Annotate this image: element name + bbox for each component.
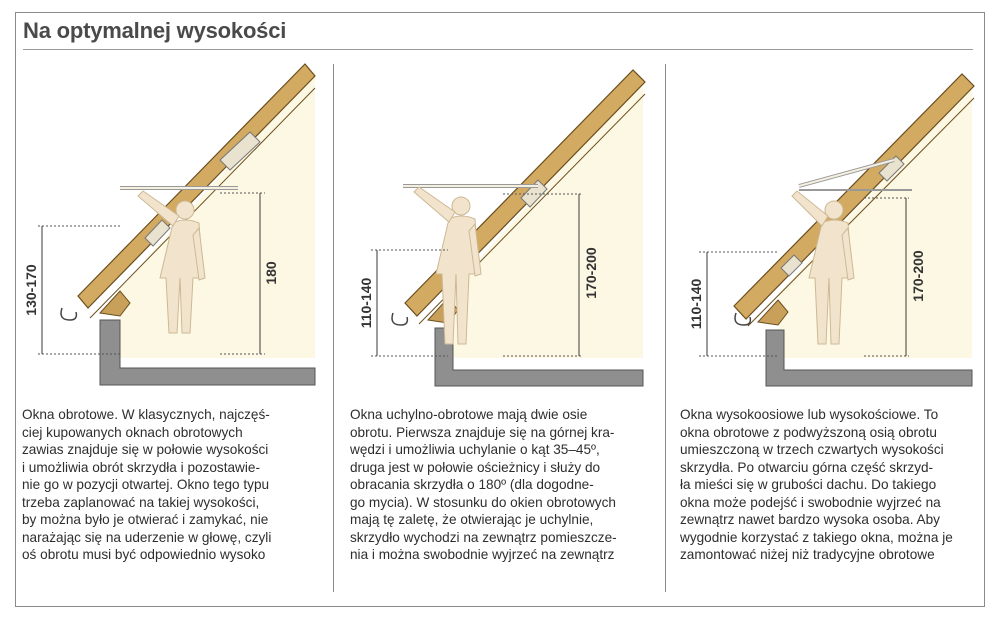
- right-dimension-label: 180: [263, 261, 279, 285]
- title-divider: [23, 49, 973, 50]
- panel-divider-1: [333, 64, 334, 592]
- diagram-pivot-window: 130-170 180: [20, 58, 330, 398]
- standing-person-figure: [413, 186, 482, 345]
- gutter: [391, 312, 409, 326]
- eave-block: [99, 290, 131, 317]
- attic-interior: [120, 70, 315, 358]
- roof-ceiling-line: [89, 87, 316, 319]
- window-frame-lower: [780, 254, 803, 277]
- left-dimension-label: 110-140: [688, 278, 704, 329]
- attic-interior: [448, 78, 643, 358]
- left-dimension-label: 110-140: [358, 277, 374, 328]
- standing-person-figure: [791, 190, 855, 345]
- panel-description-1: Okna obrotowe. W klasycznych, najczęś- c…: [22, 407, 272, 562]
- panel-divider-2: [665, 64, 666, 592]
- roof-section-illustration: 130-170 180: [23, 63, 316, 386]
- wall-and-floor: [99, 319, 316, 386]
- right-dimension-label: 170-200: [583, 247, 599, 299]
- attic-interior: [779, 83, 972, 358]
- window-frame-lower: [144, 219, 171, 247]
- window-frame-upper: [219, 131, 261, 171]
- panel-description-2: Okna uchylno-obrotowe mają dwie osie obr…: [350, 407, 617, 562]
- panel-description-3: Okna wysokoosiowe lub wysokościowe. To o…: [680, 407, 953, 562]
- eave-block: [757, 299, 789, 326]
- diagram-high-axis-window: 110-140 170-200: [684, 58, 994, 398]
- page-title: Na optymalnej wysokości: [23, 18, 287, 43]
- right-dimension-label: 170-200: [910, 250, 926, 302]
- roof-section-illustration: 110-140 170-200: [688, 73, 975, 387]
- gutter: [734, 312, 752, 326]
- roof-section-illustration: 110-140 170-200: [358, 69, 646, 387]
- diagram-tilt-turn-window: 110-140 170-200: [353, 58, 663, 398]
- standing-person-figure: [137, 190, 206, 334]
- figure-frame: [15, 12, 985, 607]
- gutter: [60, 307, 78, 321]
- roof-ceiling-line: [747, 97, 975, 327]
- wall-and-floor: [765, 329, 973, 387]
- left-dimension-label: 130-170: [23, 264, 39, 316]
